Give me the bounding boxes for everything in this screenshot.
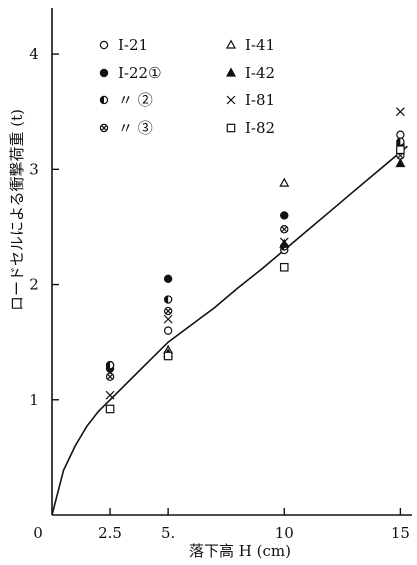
data-point (163, 351, 173, 361)
y-tick-label: 4 (29, 45, 39, 63)
data-point (163, 274, 173, 283)
legend-label: I-82 (245, 119, 275, 137)
data-point (105, 361, 115, 370)
legend-label: 〃 ③ (118, 119, 153, 137)
legend-marker (99, 123, 109, 133)
data-point (279, 262, 289, 272)
data-point (105, 390, 115, 400)
data-points (105, 107, 406, 414)
y-tick-label: 1 (29, 391, 39, 409)
data-point (163, 306, 173, 316)
data-point (396, 130, 405, 139)
legend-label: I-42 (245, 64, 275, 82)
legend-label: I-22① (118, 64, 162, 82)
data-point (163, 314, 173, 324)
x-tick-label: 2.5 (98, 524, 122, 542)
y-tick-label: 2 (29, 276, 39, 294)
legend-marker (226, 123, 236, 133)
legend-marker (99, 40, 109, 50)
legend-label: I-81 (245, 91, 275, 109)
legend-label: 〃 ② (118, 91, 153, 109)
data-point (105, 404, 115, 414)
data-point (279, 237, 289, 247)
x-tick-label: 15 (391, 524, 410, 542)
legend-label: I-21 (118, 36, 148, 54)
legend-marker (225, 67, 237, 77)
legend-marker (99, 95, 109, 105)
data-point (280, 211, 289, 220)
x-tick-label: 10 (275, 524, 294, 542)
data-point (280, 225, 289, 234)
y-tick-label: 3 (29, 160, 39, 178)
legend: I-21I-22① 〃 ② 〃 ③ I-41I-42I-81I-82 (99, 36, 275, 137)
data-point (163, 326, 173, 335)
x-axis-title: 落下高 H (cm) (189, 542, 291, 560)
data-point (395, 107, 405, 117)
data-point (395, 158, 406, 168)
fit-curve (51, 145, 408, 516)
x-tick-label: 5. (161, 524, 175, 542)
legend-marker (226, 95, 236, 105)
y-axis-title: ロードセルによる衝撃荷重 (t) (8, 109, 26, 311)
data-point (396, 145, 405, 155)
axes (51, 8, 412, 516)
legend-marker (225, 39, 237, 49)
legend-marker (99, 68, 109, 78)
data-point (105, 372, 115, 381)
axis-ticks: 1 2 3 4 0 2.5 5. 10 15 (29, 45, 410, 542)
data-point (396, 137, 405, 146)
data-point (163, 295, 173, 304)
data-point (279, 177, 290, 187)
x-tick-label: 0 (33, 524, 43, 542)
legend-label: I-41 (245, 36, 275, 54)
